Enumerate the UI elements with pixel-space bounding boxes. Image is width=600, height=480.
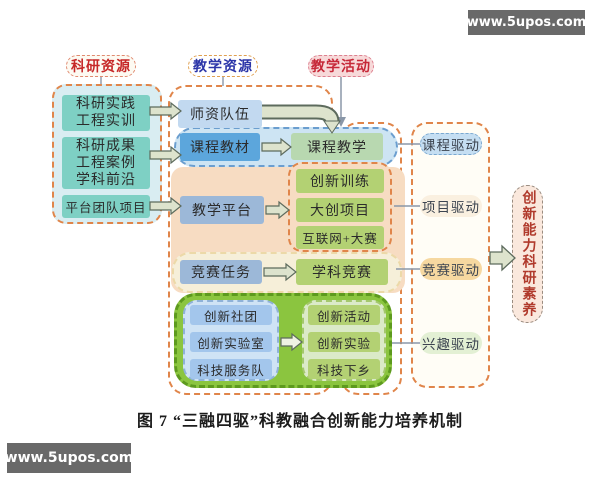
watermark-bottom: www.5upos.com [5, 443, 133, 473]
tech-countryside-box: 科技下乡 [308, 359, 380, 379]
innovation-club-box: 创新社团 [190, 305, 272, 325]
outcome-text: 创新能力科研素养 [520, 190, 536, 318]
research-results-line1: 科研成果 [76, 138, 136, 154]
research-practice-box: 科研实践 工程实训 [62, 95, 150, 131]
competition-tasks-box: 竞赛任务 [180, 260, 262, 284]
course-teaching-box: 课程教学 [291, 133, 383, 160]
innovation-lab-box: 创新实验室 [190, 332, 272, 352]
teacher-team-box: 师资队伍 [178, 100, 262, 128]
teaching-activities-label: 教学活动 [308, 55, 374, 77]
research-resources-label: 科研资源 [66, 55, 136, 77]
research-results-line3: 学科前沿 [76, 172, 136, 188]
interest-drive-pill: 兴趣驱动 [420, 332, 482, 354]
competition-drive-pill: 竞赛驱动 [420, 258, 482, 280]
research-results-line2: 工程案例 [76, 155, 136, 171]
research-practice-line1: 科研实践 [76, 97, 136, 112]
teaching-platform-box: 教学平台 [180, 196, 264, 224]
internet-plus-competition-box: 互联网+大赛 [296, 226, 384, 249]
innovation-project-box: 大创项目 [296, 198, 384, 222]
teaching-resources-label: 教学资源 [188, 55, 258, 77]
figure-caption: 图 7 “三融四驱”科教融合创新能力培养机制 [136, 413, 463, 430]
research-results-box: 科研成果 工程案例 学科前沿 [62, 137, 150, 189]
research-practice-line2: 工程实训 [76, 114, 136, 129]
course-drive-pill: 课程驱动 [420, 133, 482, 155]
platform-team-project-box: 平台团队项目 [62, 195, 150, 218]
tech-service-team-box: 科技服务队 [190, 359, 272, 379]
project-drive-pill: 项目驱动 [420, 195, 482, 217]
course-materials-box: 课程教材 [180, 133, 260, 161]
activities-label-arrowhead [336, 117, 346, 127]
innovation-experiment-box: 创新实验 [308, 332, 380, 352]
innovation-activity-box: 创新活动 [308, 305, 380, 325]
innovation-training-box: 创新训练 [296, 169, 384, 193]
outcome-box: 创新能力科研素养 [512, 185, 543, 323]
subject-competition-box: 学科竞赛 [296, 259, 388, 285]
watermark-top: www.5upos.com [467, 10, 586, 35]
